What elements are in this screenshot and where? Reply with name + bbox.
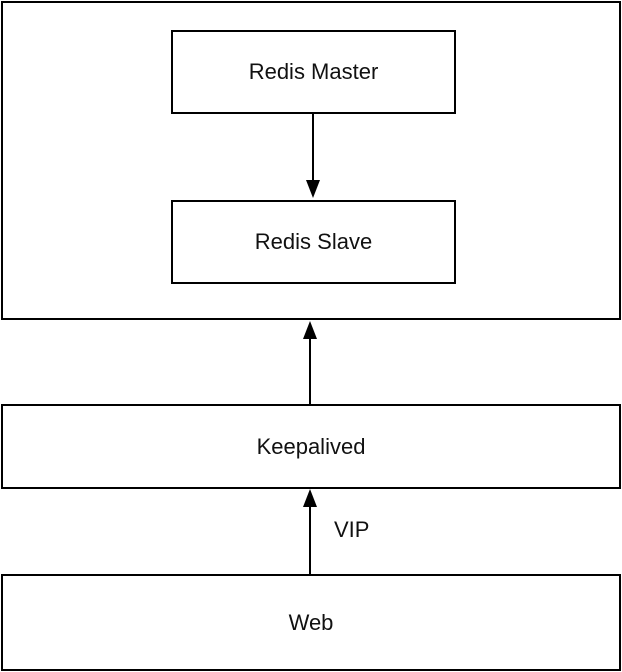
keepalived-node: Keepalived: [1, 404, 621, 489]
web-label: Web: [288, 609, 334, 635]
redis-slave-node: Redis Slave: [171, 200, 456, 284]
keepalived-label: Keepalived: [256, 433, 366, 459]
redis-master-label: Redis Master: [248, 59, 379, 84]
redis-master-node: Redis Master: [171, 30, 456, 114]
vip-label: VIP: [334, 517, 370, 542]
redis-slave-label: Redis Slave: [254, 229, 373, 254]
web-node: Web: [1, 574, 621, 671]
keepalived-to-cluster-arrowhead: [303, 321, 317, 339]
web-to-keepalived-arrowhead: [303, 489, 317, 507]
